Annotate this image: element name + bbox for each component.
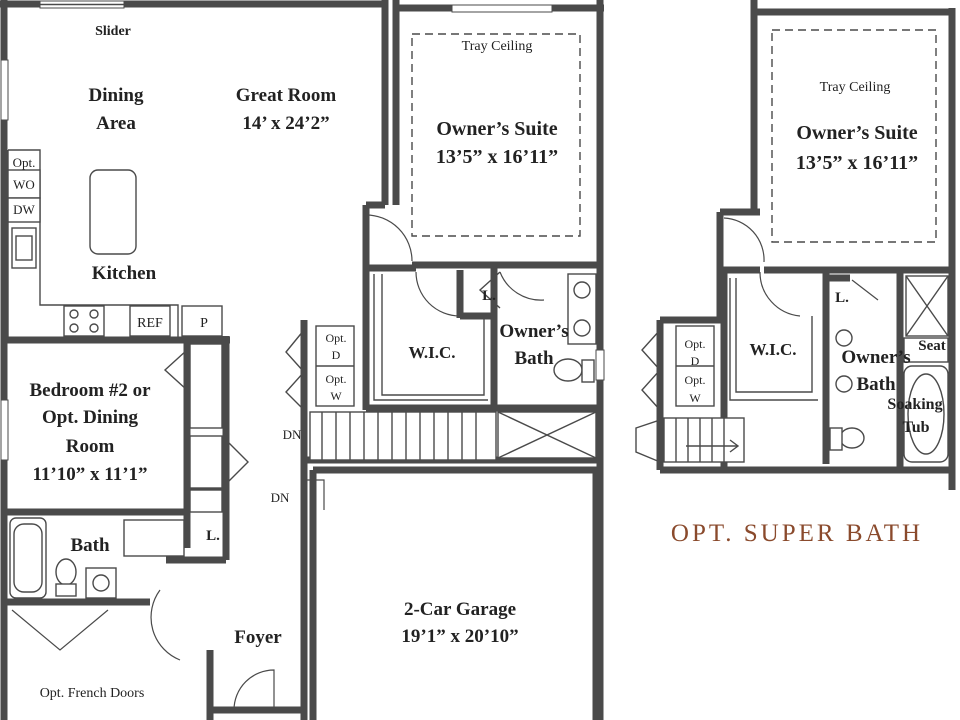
label-super-opt-d: Opt. <box>685 337 706 351</box>
label-garage-size: 19’1” x 20’10” <box>401 626 518 647</box>
closet-doors <box>163 271 501 561</box>
label-super-owners-suite: Owner’s Suite <box>796 122 917 144</box>
super-tray-ceiling-outline <box>771 29 937 243</box>
label-super-owners-bath-2: Bath <box>856 374 896 395</box>
tray-ceiling-outline <box>411 33 581 237</box>
label-super-owners-suite-size: 13’5” x 16’11” <box>796 152 918 174</box>
label-tray-ceiling: Tray Ceiling <box>462 39 533 54</box>
label-great-room: Great Room <box>236 85 337 106</box>
label-linen-2: L. <box>206 528 220 544</box>
label-super-d: D <box>691 354 700 368</box>
label-super-w: W <box>689 391 701 405</box>
hall-closets <box>189 343 223 513</box>
label-wic: W.I.C. <box>408 343 455 362</box>
label-ref: REF <box>137 316 163 331</box>
label-wo: WO <box>13 177 35 192</box>
bath-fixtures <box>9 517 185 599</box>
main-labels: Slider Dining Area Great Room 14’ x 24’2… <box>13 24 569 701</box>
super-bath-fixtures <box>635 217 949 464</box>
label-opt-w: Opt. <box>326 372 347 386</box>
label-owners-suite-size: 13’5” x 16’11” <box>436 146 558 168</box>
label-dn-2: DN <box>271 490 290 505</box>
label-dw: DW <box>13 202 35 217</box>
label-dn-1: DN <box>283 427 302 442</box>
main-plan-walls <box>0 0 604 720</box>
label-owners-bath-1: Owner’s <box>499 321 568 342</box>
label-great-room-size: 14’ x 24’2” <box>242 113 329 134</box>
label-w: W <box>330 389 342 403</box>
label-dining-1: Dining <box>89 85 144 106</box>
label-slider: Slider <box>95 24 131 39</box>
label-bedroom-size: 11’10” x 11’1” <box>32 464 147 485</box>
label-linen: L. <box>482 288 496 304</box>
label-bedroom-2: Opt. Dining <box>42 407 139 428</box>
label-soaking: Soaking <box>887 396 942 413</box>
label-super-opt-w: Opt. <box>685 373 706 387</box>
label-bath: Bath <box>70 535 110 556</box>
super-bath-title: OPT. SUPER BATH <box>671 520 923 547</box>
label-opt-d: Opt. <box>326 331 347 345</box>
label-owners-suite: Owner’s Suite <box>436 118 557 140</box>
label-d: D <box>332 348 341 362</box>
label-super-tray: Tray Ceiling <box>820 80 891 95</box>
label-kitchen: Kitchen <box>92 263 157 284</box>
label-pantry: P <box>200 316 208 331</box>
label-bedroom-1: Bedroom #2 or <box>29 380 151 401</box>
label-super-owners-bath-1: Owner’s <box>841 347 910 368</box>
label-dining-2: Area <box>96 113 136 134</box>
label-super-wic: W.I.C. <box>749 340 796 359</box>
door-swings <box>11 214 545 711</box>
owners-bath-fixtures <box>497 273 597 459</box>
super-bath-labels: Tray Ceiling Owner’s Suite 13’5” x 16’11… <box>671 80 946 547</box>
label-opt-wo: Opt. <box>13 155 36 170</box>
label-tub: Tub <box>903 419 930 436</box>
wic-shelving <box>373 274 488 401</box>
label-foyer: Foyer <box>234 627 282 648</box>
label-owners-bath-2: Bath <box>514 348 554 369</box>
label-super-linen: L. <box>835 290 849 306</box>
label-bedroom-3: Room <box>66 436 115 457</box>
label-french-doors: Opt. French Doors <box>40 686 145 701</box>
kitchen-fixtures <box>7 149 223 340</box>
label-garage: 2-Car Garage <box>404 599 516 620</box>
windows <box>0 0 605 461</box>
label-seat: Seat <box>918 338 946 354</box>
stairs <box>309 411 497 461</box>
